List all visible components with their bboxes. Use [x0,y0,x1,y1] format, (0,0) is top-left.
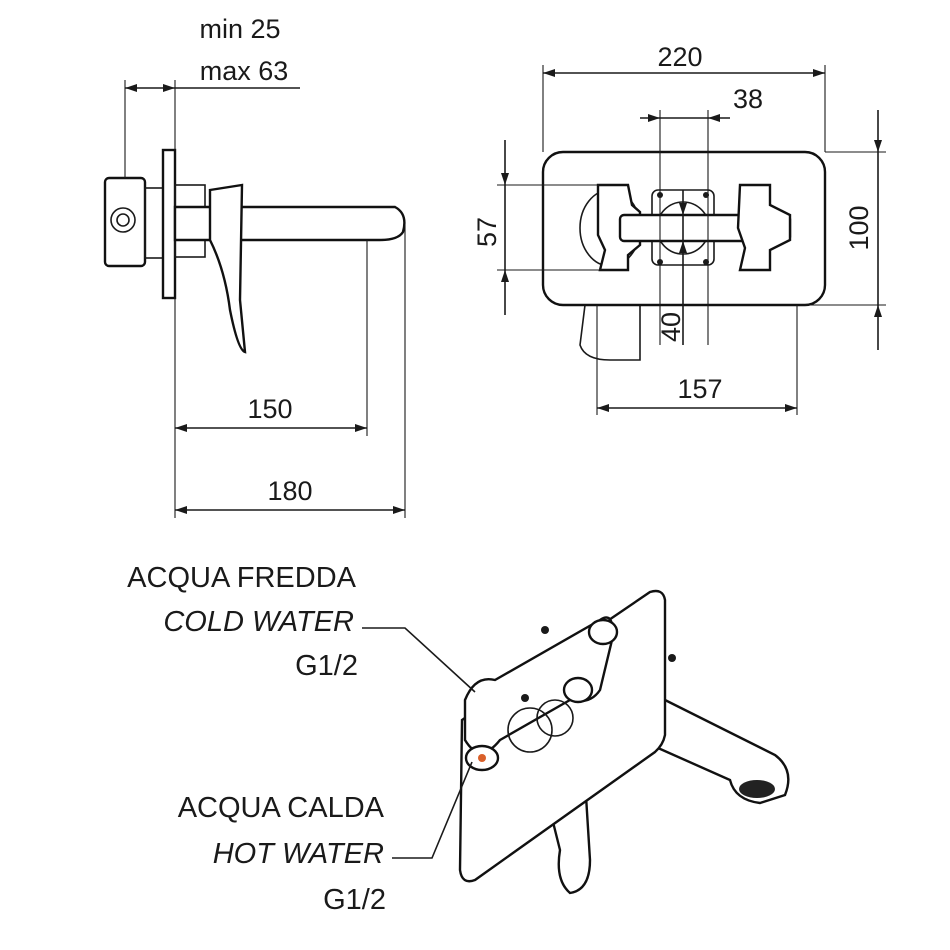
isometric-view [362,589,790,895]
dim-180: 180 [267,476,312,506]
dim-max: max 63 [200,56,289,86]
dim-100: 100 [844,205,874,250]
hot-water-label-en: HOT WATER [212,838,384,870]
dim-220: 220 [657,42,702,72]
hot-water-label-it: ACQUA CALDA [177,792,384,824]
dim-40: 40 [656,312,686,342]
dim-150: 150 [247,394,292,424]
cold-water-label-en: COLD WATER [163,606,354,638]
dim-157: 157 [677,374,722,404]
front-view [497,65,886,415]
hot-water-thread: G1/2 [323,884,386,916]
side-view [103,80,406,518]
dim-min: min 25 [199,14,280,44]
cold-water-thread: G1/2 [295,650,358,682]
dim-38: 38 [733,84,763,114]
cold-water-label-it: ACQUA FREDDA [127,562,356,594]
dim-57: 57 [472,217,502,247]
